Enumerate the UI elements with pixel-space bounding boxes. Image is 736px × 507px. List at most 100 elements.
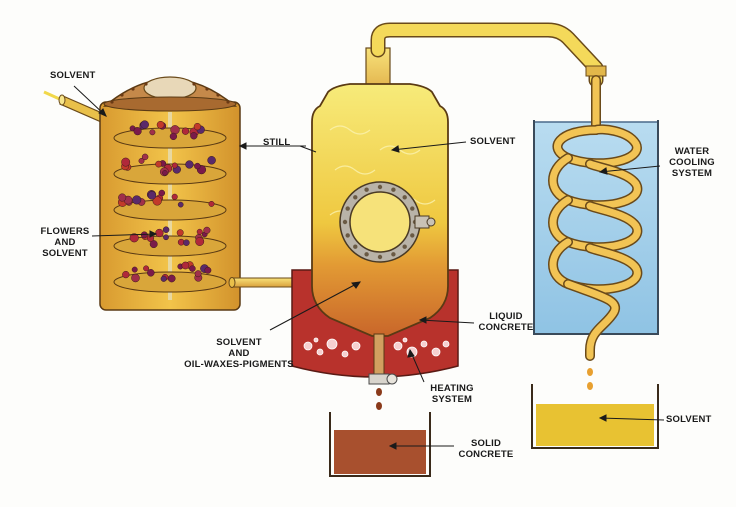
solvent-collection-container	[531, 384, 659, 449]
label-heating-line-2: SYSTEM	[431, 394, 473, 405]
label-liquid-concrete-line-1: LIQUID	[489, 311, 523, 322]
label-solvent-still: SOLVENT	[470, 136, 516, 147]
flower	[122, 270, 130, 279]
flower	[189, 265, 196, 272]
flower	[118, 193, 127, 202]
label-flowers-line-1: FLOWERS	[40, 226, 90, 237]
label-water-cooling-system: WATER COOLING SYSTEM	[662, 146, 722, 179]
vapor-pipe	[372, 24, 602, 86]
extractor-column	[43, 76, 315, 311]
label-flowers-line-2: AND	[54, 237, 76, 248]
label-solid-concrete: SOLID CONCRETE	[456, 438, 516, 460]
label-water-cooling-line-2: COOLING	[669, 157, 715, 168]
flower	[138, 157, 145, 164]
label-solvent-oil-waxes-pigments: SOLVENT AND OIL-WAXES-PIGMENTS	[176, 337, 302, 370]
solid-concrete	[334, 430, 426, 474]
flower	[155, 160, 162, 168]
label-flowers-line-3: SOLVENT	[42, 248, 88, 259]
label-solvent-collected: SOLVENT	[666, 414, 712, 425]
porthole-rivet	[402, 244, 407, 249]
flower	[152, 196, 162, 206]
label-solvent-mix-line-2: AND	[228, 348, 250, 359]
porthole-rivet	[410, 233, 415, 238]
flower	[208, 200, 215, 207]
label-liquid-concrete-line-2: CONCRETE	[478, 322, 534, 333]
flower	[196, 228, 203, 235]
porthole-rivet	[391, 187, 396, 192]
porthole-rivet	[364, 187, 369, 192]
flower	[121, 157, 131, 167]
flower	[156, 120, 165, 129]
collected-solvent	[536, 404, 654, 446]
flower	[149, 240, 158, 249]
flower	[162, 170, 168, 176]
flower	[133, 127, 142, 136]
flower	[162, 226, 170, 233]
flower	[171, 162, 178, 169]
porthole-rivet	[353, 195, 358, 200]
flower	[158, 189, 166, 197]
solid-concrete-container	[329, 412, 431, 477]
flower	[163, 234, 169, 241]
leader-lines	[73, 85, 665, 450]
drain-valve	[368, 373, 390, 385]
porthole-rivet	[342, 219, 348, 225]
label-water-cooling-line-3: SYSTEM	[671, 168, 713, 179]
flower	[171, 193, 178, 200]
porthole-rivet	[364, 252, 369, 257]
label-solid-concrete-line-2: CONCRETE	[458, 449, 514, 460]
flower	[204, 266, 212, 274]
flower	[167, 274, 176, 283]
label-solvent-mix-line-1: SOLVENT	[216, 337, 262, 348]
porthole-rivet	[410, 206, 415, 211]
label-heating-line-1: HEATING	[430, 383, 474, 394]
label-flowers-and-solvent: FLOWERS AND SOLVENT	[34, 226, 96, 259]
condenser	[370, 22, 659, 390]
flower	[207, 156, 216, 165]
flower	[193, 122, 202, 131]
flower	[141, 153, 149, 161]
porthole-rivet	[377, 184, 383, 190]
flower	[147, 191, 157, 200]
flower	[185, 160, 194, 169]
flower	[190, 132, 198, 140]
label-heating-system: HEATING SYSTEM	[424, 383, 480, 405]
porthole-rivet	[377, 254, 383, 260]
flower	[147, 269, 155, 277]
flower	[181, 127, 190, 135]
flower	[129, 233, 139, 243]
cooling-coil	[548, 75, 643, 361]
flower	[169, 132, 178, 141]
flower	[143, 265, 150, 272]
flower	[183, 239, 190, 246]
label-water-cooling-line-1: WATER	[674, 146, 710, 157]
flower	[160, 275, 167, 282]
flower	[194, 270, 202, 278]
label-solid-concrete-line-1: SOLID	[470, 438, 502, 449]
flower	[177, 201, 184, 208]
porthole-rivet	[345, 233, 350, 238]
porthole-rivet	[391, 252, 396, 257]
flower	[140, 120, 149, 129]
label-solvent-mix-line-3: OIL-WAXES-PIGMENTS	[184, 359, 294, 370]
flower	[203, 226, 211, 234]
still	[291, 47, 459, 410]
flower	[195, 237, 205, 246]
flower	[149, 129, 156, 136]
flower	[132, 195, 142, 205]
label-liquid-concrete: LIQUID CONCRETE	[476, 311, 536, 333]
flowers	[117, 120, 216, 283]
porthole-rivet	[402, 195, 407, 200]
flower	[155, 228, 164, 238]
flower	[181, 261, 190, 270]
porthole-rivet	[345, 206, 350, 211]
flower	[176, 229, 184, 237]
flower	[194, 162, 201, 170]
label-solvent-inlet: SOLVENT	[50, 70, 96, 81]
label-still: STILL	[263, 137, 291, 148]
flower	[131, 266, 138, 273]
flower	[131, 273, 140, 283]
porthole-rivet	[353, 244, 358, 249]
